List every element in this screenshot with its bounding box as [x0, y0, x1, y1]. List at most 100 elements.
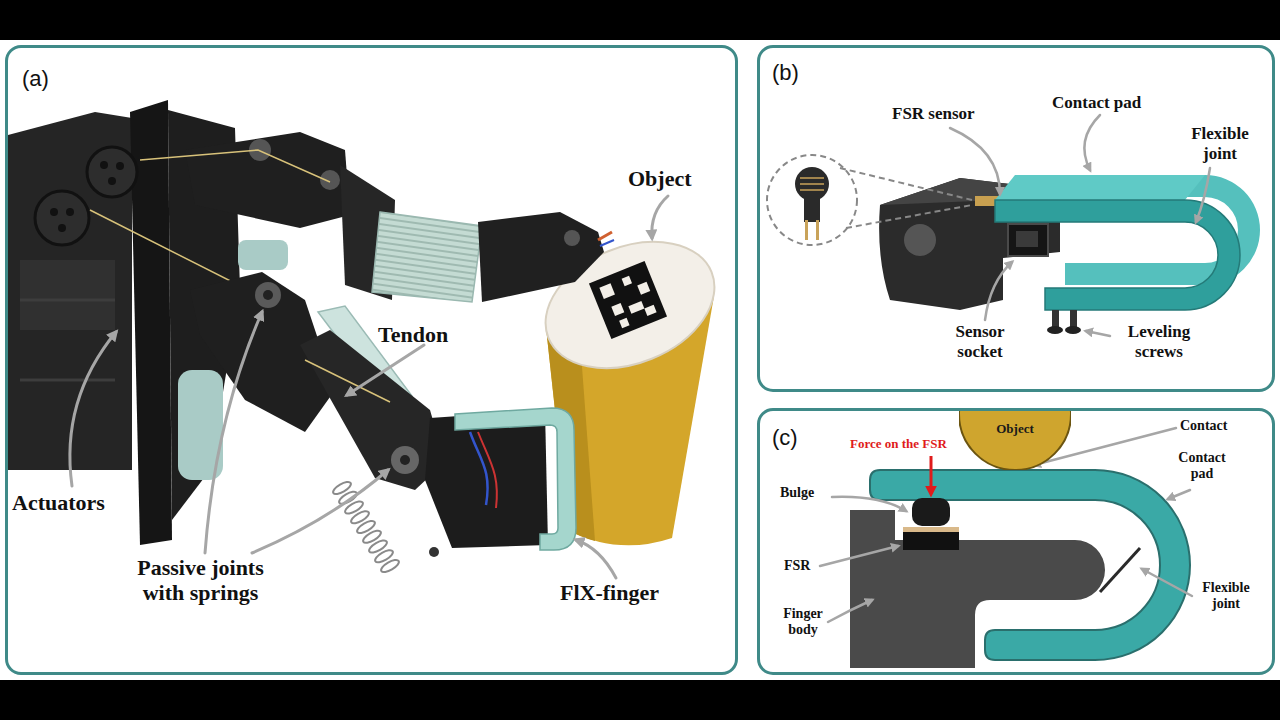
part-label: Leveling screws — [1113, 322, 1205, 361]
flx-finger — [425, 408, 576, 557]
part-label: Object — [628, 166, 728, 191]
leader-arrow — [1142, 569, 1192, 596]
upper-finger — [598, 232, 612, 240]
hand-housing — [20, 260, 115, 330]
part-label: FSR sensor — [892, 104, 1002, 124]
lower-finger — [190, 272, 445, 490]
leader-arrow — [576, 540, 616, 578]
black-band — [0, 0, 1280, 40]
bulge-and-fsr — [912, 498, 950, 526]
tendon-wire — [140, 150, 330, 182]
actuator-disc — [50, 208, 58, 216]
dashed-pointer — [840, 168, 972, 228]
actuator-disc — [35, 191, 89, 245]
spring — [373, 548, 394, 565]
contact-pad — [995, 200, 1240, 310]
spring — [331, 480, 352, 497]
part-label: Sensor socket — [938, 322, 1022, 361]
leader-arrow — [820, 546, 898, 566]
panel-tag: (b) — [772, 60, 799, 86]
force-arrow — [930, 456, 933, 494]
upper-finger — [564, 230, 580, 246]
force-arrow — [931, 456, 932, 494]
fsr-inset — [800, 178, 824, 190]
fsr-inset — [805, 220, 808, 240]
sensor-socket — [1008, 224, 1048, 256]
leader-arrow — [832, 497, 906, 511]
lower-finger — [300, 330, 445, 490]
spring — [367, 538, 388, 555]
part-label: Bulge — [780, 485, 840, 501]
part-label: Finger body — [772, 606, 834, 638]
leader-arrow — [347, 345, 424, 395]
dashed-pointer — [840, 168, 972, 200]
upper-finger — [478, 212, 604, 302]
leader-arrow — [1084, 115, 1100, 170]
flx-finger — [425, 410, 548, 548]
actuator-disc — [108, 177, 116, 185]
contact-pad — [995, 175, 1205, 200]
leader-arrow — [652, 196, 668, 238]
leveling-screw — [1047, 326, 1063, 334]
hand-housing — [238, 240, 288, 270]
leader-arrow — [1168, 490, 1190, 499]
cylinder-object — [644, 305, 656, 316]
sensor-socket — [1008, 224, 1048, 256]
upper-finger — [372, 212, 482, 302]
actuator-disc — [116, 162, 124, 170]
flx-finger — [429, 547, 439, 557]
cylinder-object — [589, 261, 667, 339]
contact-pad — [870, 470, 1190, 660]
object-label: Object — [959, 421, 1071, 437]
part-label: Contact pad — [1052, 93, 1172, 113]
leader-arrow — [70, 332, 116, 486]
lower-finger — [263, 290, 273, 300]
leader-arrow — [1086, 331, 1110, 336]
leader-arrow — [985, 262, 1012, 320]
leveling-screw — [1070, 310, 1077, 328]
cylinder-object — [599, 283, 615, 299]
spring — [361, 528, 382, 545]
leveling-screw — [1065, 326, 1081, 334]
cylinder-object — [611, 303, 624, 316]
panel-tag: (c) — [772, 425, 798, 451]
cylinder-object — [628, 301, 644, 314]
cylinder-object — [619, 318, 629, 328]
leveling-screw — [1047, 310, 1081, 334]
cylinder-object — [622, 276, 632, 286]
sensor-socket — [1016, 231, 1038, 247]
leader-arrow — [950, 115, 1210, 336]
leader-arrow — [252, 470, 388, 553]
spring — [379, 558, 400, 575]
lower-finger — [400, 455, 410, 465]
part-label: Passive joints with springs — [118, 555, 283, 606]
leveling-screw — [1052, 310, 1059, 328]
bulge-and-fsr — [903, 498, 959, 550]
actuator-disc — [66, 208, 74, 216]
part-label: Force on the FSR — [850, 437, 975, 452]
black-band — [0, 680, 1280, 720]
lower-finger — [255, 282, 281, 308]
object-outline — [959, 411, 1071, 470]
part-label: Flexible joint — [1190, 580, 1262, 612]
spring — [331, 480, 400, 575]
part-label: Tendon — [378, 322, 488, 347]
actuator-disc — [35, 147, 137, 245]
fsr-inset — [804, 198, 820, 222]
bulge-and-fsr — [903, 532, 959, 550]
fsr-inset — [816, 220, 819, 240]
figure-panel: (c) Object — [757, 408, 1275, 675]
bulge-and-fsr — [903, 527, 959, 532]
part-label: FlX-finger — [560, 580, 690, 605]
upper-finger — [600, 240, 614, 246]
part-label: Flexible joint — [1178, 124, 1262, 163]
part-label: FSR — [784, 558, 824, 574]
leader-arrow — [1196, 168, 1210, 222]
flx-finger — [455, 408, 576, 550]
actuator-disc — [87, 147, 137, 197]
contact-pad — [870, 470, 1190, 660]
finger-body — [904, 224, 936, 256]
leader-arrow — [950, 128, 1000, 194]
